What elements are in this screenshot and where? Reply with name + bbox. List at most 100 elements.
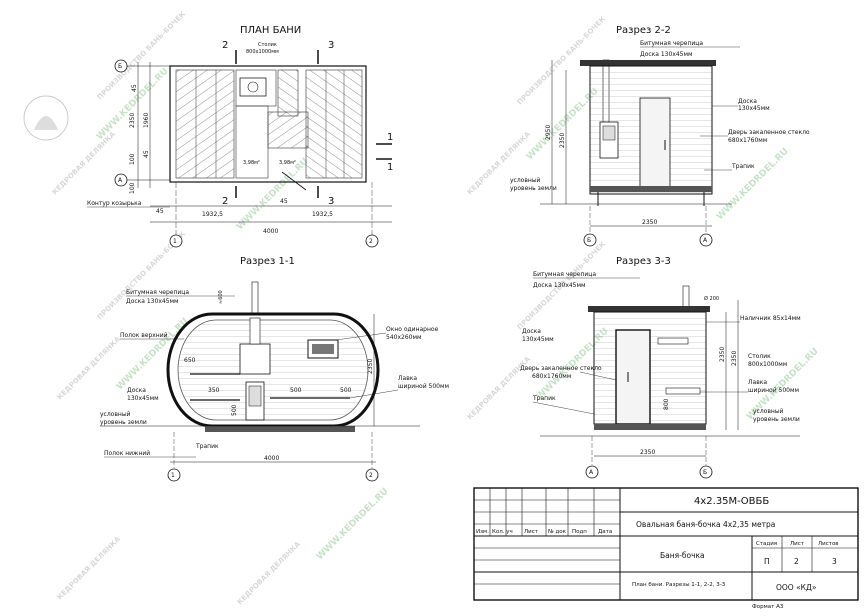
tb-name: Овальная баня-бочка 4х2,35 метра (636, 520, 775, 529)
s33-table-size: 800х1000мм (748, 361, 787, 368)
s22-ground-2: уровень земли (510, 185, 557, 192)
s33-board-label: Доска 130х45мм (533, 282, 586, 289)
axis-b: Б (118, 63, 122, 70)
tb-header-sign: Подп (572, 529, 587, 535)
s33-ground-2: уровень земли (753, 416, 800, 423)
s11-roof-label: Битумная черепица (126, 289, 189, 296)
s22-dim-width: 2350 (642, 219, 657, 226)
s33-ladder: Трапик (532, 395, 556, 402)
plan-title: ПЛАН БАНИ (240, 25, 301, 36)
axis-2: 2 (369, 238, 373, 245)
canopy-label: Контур козырька (87, 200, 142, 207)
s11-shelf-bottom: Полок нижний (104, 450, 150, 457)
dim-1932-b: 1932,5 (312, 211, 333, 218)
s11-dim-650: 650 (184, 357, 196, 364)
s33-bench: Лавка (748, 379, 767, 386)
s11-dim-500b: 500 (340, 387, 352, 394)
s33-door: Дверь закаленное стекло (520, 365, 602, 372)
section-mark-1-right-b: 1 (387, 162, 393, 173)
s33-board2: Доска (522, 328, 541, 335)
section-3-3: Разрез 3-3 Битумная черепица Доска 130х4… (520, 256, 801, 479)
s33-bench-size: шириной 500мм (748, 387, 799, 394)
title-block: Изм. Кол. уч Лист № док Подп Дата 4х2.35… (473, 487, 859, 610)
watermark-url: WWW.KEDRDEL.RU (715, 146, 791, 222)
watermark-url: WWW.KEDRDEL.RU (95, 66, 171, 142)
s11-board2-size: 130х45мм (127, 395, 159, 402)
s11-axis-1: 1 (171, 472, 175, 479)
section-2-2: Разрез 2-2 Битумная черепица Доска 130х4… (510, 25, 810, 247)
tb-sheet: 2 (794, 557, 799, 566)
s33-board2-size: 130х45мм (522, 336, 554, 343)
section-mark-3-top: 3 (328, 40, 334, 51)
s33-dim-width: 2350 (640, 449, 655, 456)
section-mark-1-right: 1 (387, 132, 393, 143)
tb-header-kol: Кол. уч (492, 529, 513, 535)
dim-100: 100 (129, 153, 136, 165)
s22-board2: Доска (738, 98, 757, 105)
s22-board2-size: 130х45мм (738, 105, 770, 112)
tb-sheet-label: Лист (790, 541, 805, 547)
s11-dim-4000: 4000 (264, 455, 279, 462)
s11-window: Окно одинарное (386, 326, 439, 333)
tb-format: Формат А3 (752, 604, 784, 610)
s22-axis-a: А (703, 237, 708, 244)
watermark-badge: КЕДРОВАЯ ДЕЛЯНКА (51, 130, 118, 197)
dim-2350: 2350 (129, 113, 136, 128)
tb-header-doc: № док (548, 529, 567, 535)
s11-bench: Лавка (398, 375, 417, 382)
section-mark-2-bottom: 2 (222, 196, 228, 207)
tb-header-date: Дата (598, 529, 612, 535)
tb-stage: П (764, 557, 770, 566)
watermark-url: WWW.KEDRDEL.RU (235, 156, 311, 232)
s22-title: Разрез 2-2 (616, 25, 671, 36)
axis-1: 1 (173, 238, 177, 245)
s22-board-label: Доска 130х45мм (640, 51, 693, 58)
s33-door-size: 680х1760мм (532, 373, 571, 380)
s33-dim-800: 800 (663, 398, 670, 410)
s33-title: Разрез 3-3 (616, 256, 671, 267)
dim-100b: 100 (129, 182, 136, 194)
s33-dim-2350: 2350 (719, 347, 726, 362)
s22-roof-label: Битумная черепица (640, 40, 703, 47)
s22-dim-2350: 2350 (559, 133, 566, 148)
s11-window-size: 540х260мм (386, 334, 422, 341)
s33-roof-label: Битумная черепица (533, 271, 596, 278)
tb-object: Баня-бочка (660, 551, 705, 560)
inner-dim-right: 3,98м² (279, 160, 296, 166)
s11-board2: Доска (127, 387, 146, 394)
tb-stage-label: Стадия (756, 541, 777, 547)
watermark-badge: КЕДРОВАЯ ДЕЛЯНКА (236, 540, 303, 607)
dim-1960: 1960 (143, 113, 150, 128)
s11-ladder: Трапик (195, 443, 219, 450)
s33-axis-a: А (589, 469, 594, 476)
s11-axis-2: 2 (369, 472, 373, 479)
dim-45-mid: 45 (280, 198, 288, 205)
dim-45: 45 (143, 150, 150, 158)
table-label: Столик (258, 42, 277, 48)
tb-header-list: Лист (524, 529, 539, 535)
s22-axis-b: Б (587, 237, 591, 244)
axis-a: А (118, 177, 123, 184)
section-mark-2-top: 2 (222, 40, 228, 51)
table-size-label: 800х1000мм (246, 49, 279, 55)
s33-dim-2350b: 2350 (731, 351, 738, 366)
s22-door: Дверь закаленное стекло (728, 129, 810, 136)
watermark-url: WWW.KEDRDEL.RU (315, 486, 391, 562)
s11-ground: условный (100, 411, 131, 418)
s22-door-size: 680х1760мм (728, 137, 767, 144)
tb-company: ООО «КД» (776, 583, 817, 592)
dim-45-left: 45 (156, 208, 164, 215)
s11-board-label: Доска 130х45мм (126, 298, 179, 305)
inner-dim-left: 3,98м² (243, 160, 260, 166)
s33-axis-b: Б (703, 469, 707, 476)
s22-ground: условный (510, 177, 541, 184)
watermark-url: WWW.KEDRDEL.RU (525, 86, 601, 162)
tb-header-izm: Изм. (476, 529, 489, 535)
dim-4000: 4000 (263, 228, 278, 235)
s11-dim-500a: 500 (290, 387, 302, 394)
s11-dim-500c: 500 (231, 404, 238, 416)
tb-code: 4х2.35М-ОВББ (694, 496, 769, 507)
dim-1932-a: 1932,5 (202, 211, 223, 218)
